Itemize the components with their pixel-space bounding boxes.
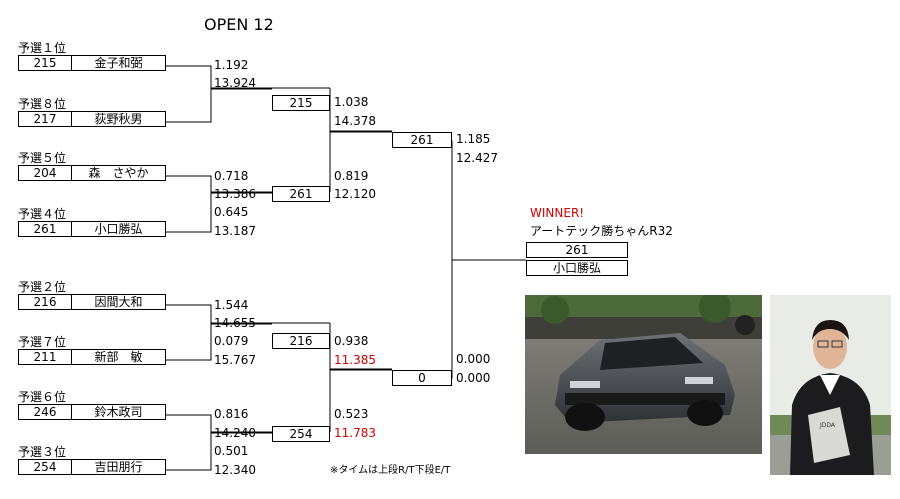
time-rt: 1.038: [334, 95, 369, 109]
seed-car-number: 217: [19, 112, 72, 126]
seed-driver-name: 新部 敏: [94, 350, 143, 364]
seed-entry: 261 小口勝弘: [18, 221, 166, 237]
time-rt: 0.000: [456, 352, 491, 366]
winner-driver-name: 小口勝弘: [526, 260, 628, 276]
time-rt: 0.938: [334, 334, 369, 348]
seed-driver-name: 荻野秋男: [94, 112, 143, 126]
time-et: 0.000: [456, 371, 491, 385]
seed-car-number: 261: [19, 222, 72, 236]
driver-photo-image: JDDA: [770, 295, 891, 475]
time-et: 14.240: [214, 426, 256, 440]
seed-car-number: 254: [19, 460, 72, 474]
time-rt: 0.501: [214, 444, 249, 458]
time-rt: 0.079: [214, 334, 249, 348]
seed-driver-name: 小口勝弘: [94, 222, 143, 236]
time-et: 13.386: [214, 187, 256, 201]
seed-car-number: 216: [19, 295, 72, 309]
page-title: OPEN 12: [204, 15, 274, 34]
seed-rank: 予選７位: [18, 335, 67, 349]
time-et: 13.924: [214, 76, 256, 90]
winner-car-name: アートテック勝ちゃんR32: [530, 224, 673, 238]
time-et: 13.187: [214, 224, 256, 238]
time-et: 14.655: [214, 316, 256, 330]
seed-driver-name: 森 さやか: [88, 166, 149, 180]
seed-rank: 予選３位: [18, 445, 67, 459]
time-note: ※タイムは上段R/T下段E/T: [330, 465, 451, 476]
seed-entry: 217 荻野秋男: [18, 111, 166, 127]
car-photo: [525, 295, 762, 454]
winner-label: WINNER!: [530, 206, 585, 220]
seed-entry: 216 因間大和: [18, 294, 166, 310]
time-rt: 0.718: [214, 169, 249, 183]
time-rt: 0.523: [334, 407, 369, 421]
seed-rank: 予選２位: [18, 280, 67, 294]
time-rt: 1.544: [214, 298, 249, 312]
round2-car-number: 261: [272, 186, 330, 202]
time-rt: 0.645: [214, 205, 249, 219]
seed-entry: 254 吉田朋行: [18, 459, 166, 475]
seed-entry: 211 新部 敏: [18, 349, 166, 365]
time-et-highlight: 11.783: [334, 426, 376, 440]
semi-car-number: 261: [392, 132, 452, 148]
round2-car-number: 216: [272, 333, 330, 349]
seed-rank: 予選８位: [18, 97, 67, 111]
time-et: 12.427: [456, 151, 498, 165]
seed-car-number: 211: [19, 350, 72, 364]
seed-entry: 246 鈴木政司: [18, 404, 166, 420]
time-et: 15.767: [214, 353, 256, 367]
time-rt: 0.819: [334, 169, 369, 183]
seed-rank: 予選１位: [18, 41, 67, 55]
seed-driver-name: 吉田朋行: [94, 460, 143, 474]
round2-car-number: 215: [272, 95, 330, 111]
svg-text:JDDA: JDDA: [819, 422, 836, 429]
time-et: 12.120: [334, 187, 376, 201]
time-rt: 1.185: [456, 132, 491, 146]
seed-car-number: 246: [19, 405, 72, 419]
seed-rank: 予選５位: [18, 151, 67, 165]
seed-rank: 予選４位: [18, 207, 67, 221]
winner-car-number: 261: [526, 242, 628, 258]
semi-car-number: 0: [392, 370, 452, 386]
car-photo-image: [525, 295, 762, 454]
seed-driver-name: 鈴木政司: [94, 405, 143, 419]
seed-driver-name: 因間大和: [94, 295, 143, 309]
driver-photo: JDDA: [770, 295, 891, 475]
seed-driver-name: 金子和弼: [94, 56, 143, 70]
seed-car-number: 215: [19, 56, 72, 70]
round2-car-number: 254: [272, 426, 330, 442]
time-rt: 1.192: [214, 58, 249, 72]
seed-entry: 215 金子和弼: [18, 55, 166, 71]
time-et-highlight: 11.385: [334, 353, 376, 367]
seed-car-number: 204: [19, 166, 72, 180]
time-et: 12.340: [214, 463, 256, 477]
time-rt: 0.816: [214, 407, 249, 421]
seed-entry: 204 森 さやか: [18, 165, 166, 181]
seed-rank: 予選６位: [18, 390, 67, 404]
time-et: 14.378: [334, 114, 376, 128]
